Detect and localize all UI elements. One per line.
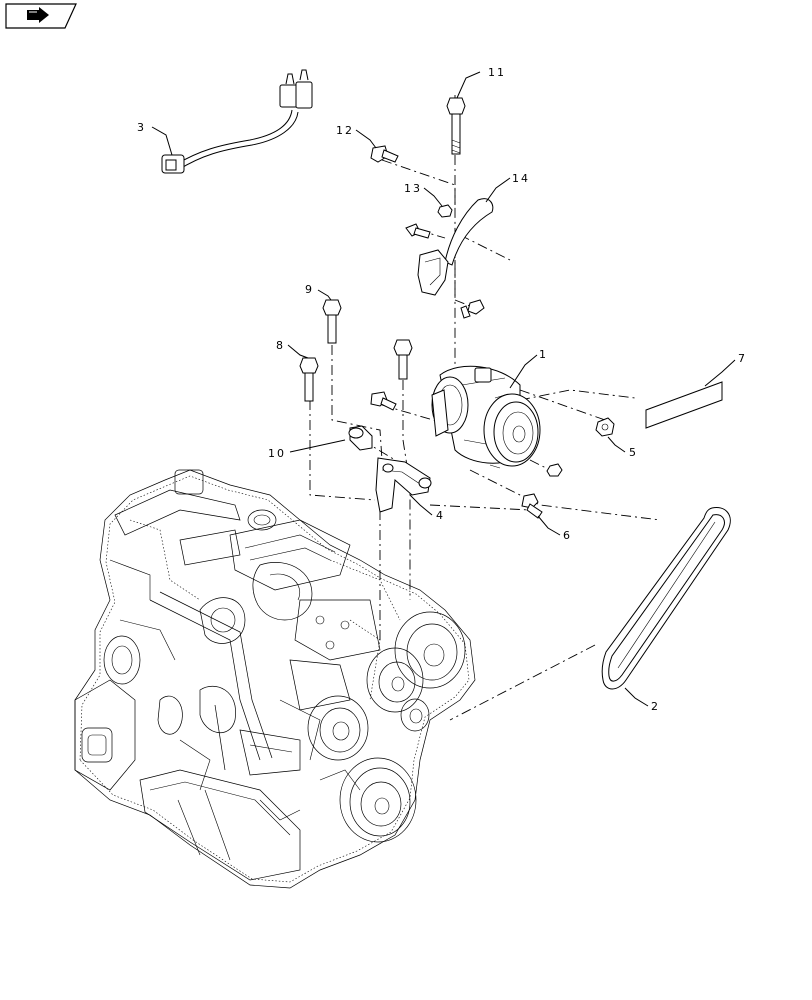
part-8-bolt <box>299 357 319 402</box>
callout-14: 14 <box>512 172 530 185</box>
callout-2: 2 <box>651 700 660 713</box>
part-5-nut <box>595 417 615 437</box>
part-bolt-unlabeled <box>393 339 413 380</box>
part-12-bolt <box>370 145 399 163</box>
callout-11: 11 <box>488 66 506 79</box>
part-10-spacer <box>348 425 373 451</box>
engine-front-pulleys <box>307 611 466 843</box>
part-nut-small <box>546 463 563 477</box>
callout-5: 5 <box>629 446 638 459</box>
part-2-drive-belt <box>601 506 731 690</box>
part-1-ac-compressor <box>431 365 541 469</box>
part-3-wiring-harness <box>161 69 313 174</box>
callout-7: 7 <box>738 352 747 365</box>
next-page-button[interactable] <box>5 3 77 29</box>
part-13-nut <box>437 204 453 218</box>
part-4-mount-bracket <box>375 457 432 513</box>
next-page-arrow-icon <box>5 3 77 29</box>
part-11-long-bolt <box>446 97 466 155</box>
callout-3: 3 <box>137 121 146 134</box>
part-14-bracket <box>405 198 494 319</box>
part-6-bolt <box>521 493 543 519</box>
callout-4: 4 <box>436 509 445 522</box>
callout-12: 12 <box>336 124 354 137</box>
callout-10: 10 <box>268 447 286 460</box>
callout-13: 13 <box>404 182 422 195</box>
callout-6: 6 <box>563 529 572 542</box>
part-small-bolt <box>370 391 397 411</box>
callout-1: 1 <box>539 348 548 361</box>
callout-labels: 3 11 12 13 14 9 8 1 7 5 10 4 6 2 <box>137 66 747 713</box>
part-9-bolt <box>322 299 342 344</box>
callout-8: 8 <box>276 339 285 352</box>
leader-lines <box>151 71 736 707</box>
engine-assembly <box>74 469 476 889</box>
callout-9: 9 <box>305 283 314 296</box>
part-7-decal <box>645 381 723 429</box>
